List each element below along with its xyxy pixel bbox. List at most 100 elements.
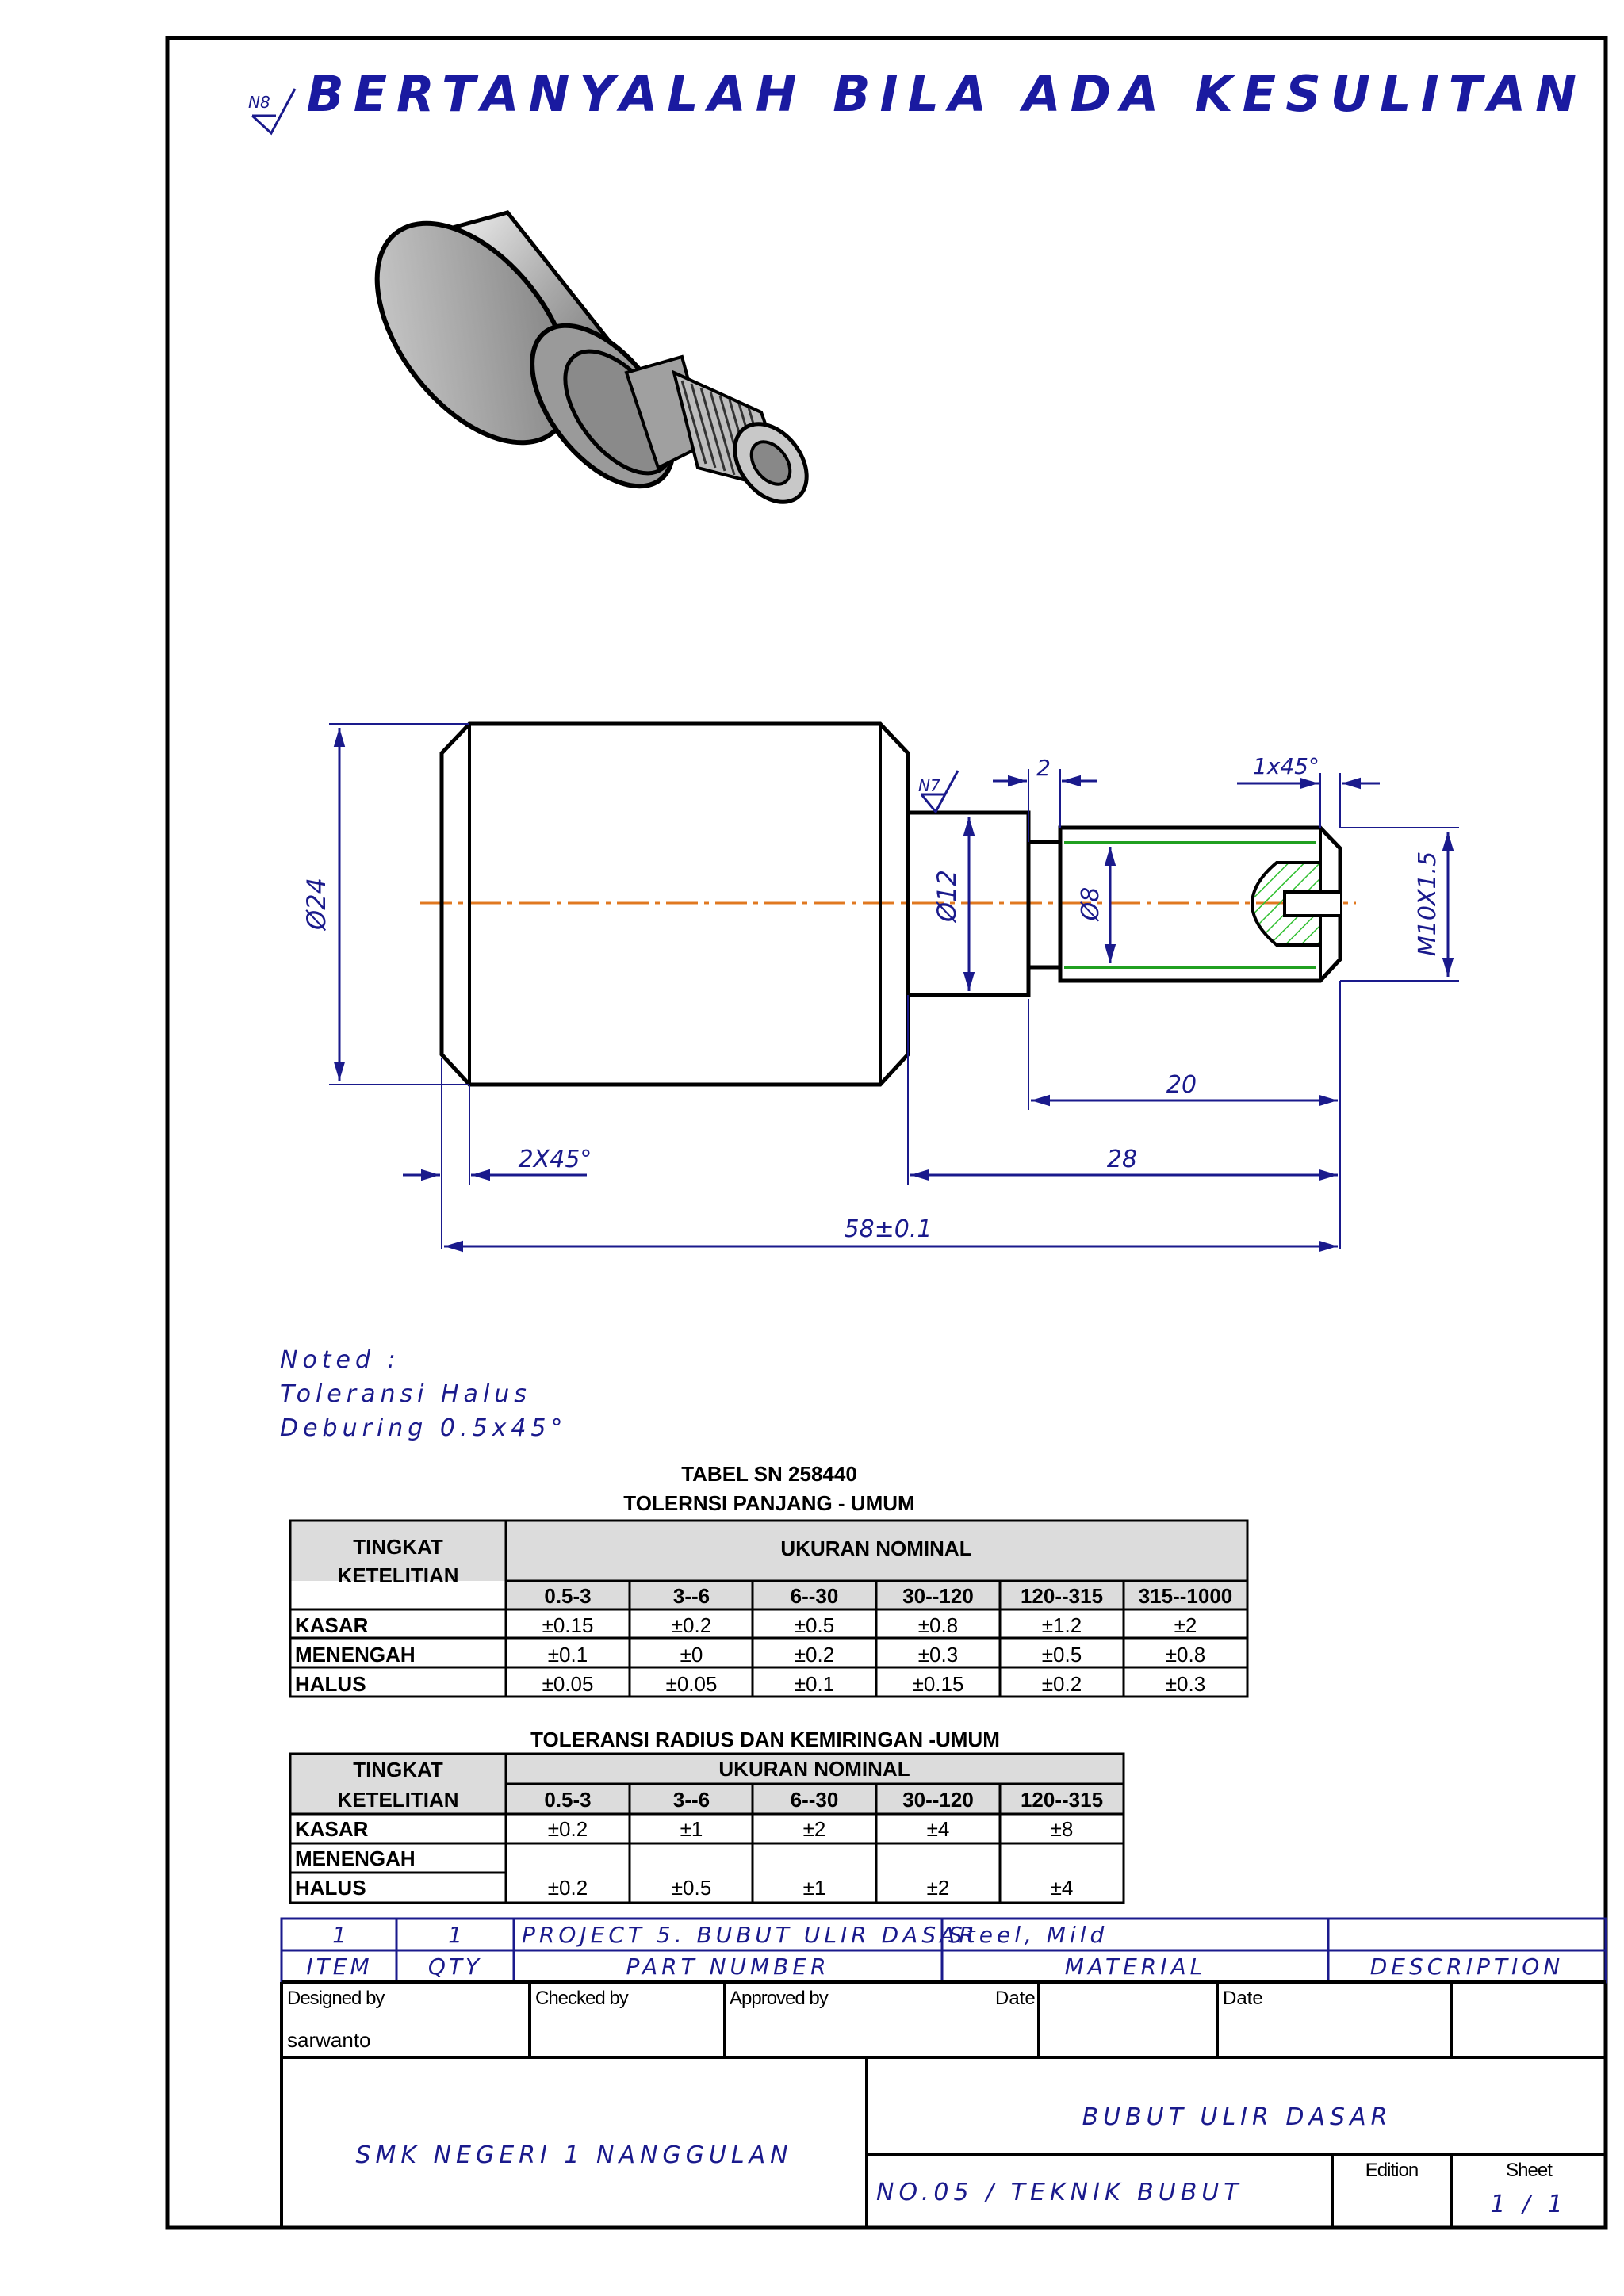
material-value: Steel, Mild: [948, 1922, 1108, 1948]
drawing-number: NO.05 / TEKNIK BUBUT: [876, 2179, 1243, 2206]
table-header-cell: 30--120: [902, 1584, 974, 1608]
table-cell: ±1: [680, 1817, 703, 1841]
isometric-view: [374, 210, 809, 504]
date-label: Date: [1223, 1988, 1263, 2009]
table-row-label: HALUS: [295, 1876, 366, 1900]
table-cell: ±0.2: [548, 1817, 588, 1841]
table-header-cell: 120--315: [1021, 1584, 1103, 1608]
table-cell: ±0.3: [1166, 1672, 1205, 1696]
table-row-label: KASAR: [295, 1817, 369, 1841]
table-cell: ±1.2: [1042, 1613, 1082, 1637]
dim-length-28: 28: [1107, 1146, 1137, 1173]
table-cell: ±0.15: [913, 1672, 964, 1696]
table-cell: ±0: [680, 1643, 703, 1667]
dim-thread: M10X1.5: [1414, 851, 1442, 956]
svg-text:UKURAN NOMINAL: UKURAN NOMINAL: [780, 1536, 971, 1560]
dim-chamfer-left: 2X45°: [519, 1146, 592, 1173]
table-row-label: MENENGAH: [295, 1846, 416, 1870]
table-cell: ±8: [1051, 1817, 1074, 1841]
table2-title: TOLERANSI RADIUS DAN KEMIRINGAN -UMUM: [530, 1728, 1000, 1751]
page-title: BERTANYALAH BILA ADA KESULITAN: [306, 65, 1586, 123]
title-block: 1 1 PROJECT 5. BUBUT ULIR DASAR Steel, M…: [280, 1917, 1607, 2228]
dim-diameter-24: Ø24: [301, 878, 331, 932]
qty-label: QTY: [428, 1954, 482, 1980]
approved-by-label: Approved by: [730, 1988, 829, 2009]
table-cell: ±0.1: [795, 1672, 834, 1696]
table-row-label: MENENGAH: [295, 1643, 416, 1667]
designed-by-value: sarwanto: [287, 2028, 371, 2052]
item-label: ITEM: [306, 1954, 372, 1980]
item-value: 1: [332, 1922, 347, 1948]
svg-text:TINGKAT: TINGKAT: [353, 1535, 443, 1559]
svg-text:N8: N8: [248, 93, 270, 112]
material-label: MATERIAL: [1065, 1954, 1207, 1980]
tolerance-table-length: TABEL SN 258440 TOLERNSI PANJANG - UMUM …: [289, 1462, 1249, 1698]
designed-by-label: Designed by: [287, 1988, 385, 2009]
svg-text:KETELITIAN: KETELITIAN: [337, 1788, 458, 1812]
svg-text:N7: N7: [918, 776, 940, 795]
table-cell: ±1: [803, 1876, 826, 1900]
table-header-cell: 6--30: [791, 1788, 839, 1812]
table-cell: ±4: [927, 1817, 950, 1841]
table-header-cell: 315--1000: [1139, 1584, 1233, 1608]
table-row-label: KASAR: [295, 1613, 369, 1637]
table-header-cell: 6--30: [791, 1584, 839, 1608]
svg-text:TINGKAT: TINGKAT: [353, 1758, 443, 1781]
dim-chamfer-right: 1x45°: [1253, 753, 1320, 779]
table-header-cell: 0.5-3: [544, 1788, 591, 1812]
table-cell: ±0.05: [666, 1672, 718, 1696]
date-label: Date: [995, 1988, 1036, 2009]
notes: Noted : Toleransi Halus Deburing 0.5x45°: [280, 1346, 568, 1442]
table-header-cell: 0.5-3: [544, 1584, 591, 1608]
dim-diameter-8: Ø8: [1077, 887, 1105, 923]
drawing-title: BUBUT ULIR DASAR: [1082, 2103, 1392, 2131]
svg-text:UKURAN NOMINAL: UKURAN NOMINAL: [718, 1757, 910, 1781]
table-cell: ±2: [1174, 1613, 1197, 1637]
table-cell: ±0.5: [795, 1613, 834, 1637]
description-label: DESCRIPTION: [1370, 1954, 1565, 1980]
table-header-cell: 30--120: [902, 1788, 974, 1812]
dim-diameter-12: Ø12: [932, 870, 962, 924]
table-header-cell: 120--315: [1021, 1788, 1103, 1812]
note-line: Noted :: [280, 1346, 400, 1374]
table-cell: ±0.2: [672, 1613, 711, 1637]
table-cell: ±0.8: [1166, 1643, 1205, 1667]
surface-symbol-n7: N7: [918, 770, 959, 814]
table-cell: ±0.1: [548, 1643, 588, 1667]
table1-subtitle: TOLERNSI PANJANG - UMUM: [623, 1491, 914, 1515]
part-number-label: PART NUMBER: [626, 1954, 829, 1980]
svg-text:KETELITIAN: KETELITIAN: [337, 1563, 458, 1587]
table-cell: ±0.3: [918, 1643, 958, 1667]
sheet-border: [165, 36, 1608, 2230]
surface-symbol-n8: N8: [248, 88, 297, 136]
sheet-value: 1 / 1: [1490, 2191, 1567, 2218]
table-cell: ±0.5: [1042, 1643, 1082, 1667]
table-header-cell: 3--6: [673, 1788, 710, 1812]
dim-length-20: 20: [1166, 1071, 1197, 1099]
school-name: SMK NEGERI 1 NANGGULAN: [355, 2141, 792, 2169]
sheet-label: Sheet: [1506, 2160, 1553, 2181]
edition-label: Edition: [1365, 2160, 1418, 2181]
part-number-value: PROJECT 5. BUBUT ULIR DASAR: [522, 1922, 979, 1948]
checked-by-label: Checked by: [535, 1988, 629, 2009]
table-cell: ±0.8: [918, 1613, 958, 1637]
dim-groove-width: 2: [1036, 755, 1051, 781]
table-cell: ±2: [927, 1876, 950, 1900]
table-cell: ±0.05: [542, 1672, 594, 1696]
note-line: Deburing 0.5x45°: [280, 1414, 568, 1442]
table-cell: ±0.2: [1042, 1672, 1082, 1696]
dim-total-length: 58±0.1: [844, 1215, 932, 1243]
table-row-label: HALUS: [295, 1672, 366, 1696]
table-cell: ±0.2: [548, 1876, 588, 1900]
table-cell: ±0.2: [795, 1643, 834, 1667]
table-cell: ±2: [803, 1817, 826, 1841]
table-cell: ±0.5: [672, 1876, 711, 1900]
table-header-cell: 3--6: [673, 1584, 710, 1608]
tolerance-table-radius: TOLERANSI RADIUS DAN KEMIRINGAN -UMUM TI…: [289, 1728, 1125, 1904]
table-cell: ±0.15: [542, 1613, 594, 1637]
table1-title: TABEL SN 258440: [681, 1462, 857, 1486]
qty-value: 1: [448, 1922, 462, 1948]
side-view: Ø24 Ø12 N7 Ø8 M10X1.5 2 1x45°: [301, 721, 1459, 1253]
table-cell: ±4: [1051, 1876, 1074, 1900]
